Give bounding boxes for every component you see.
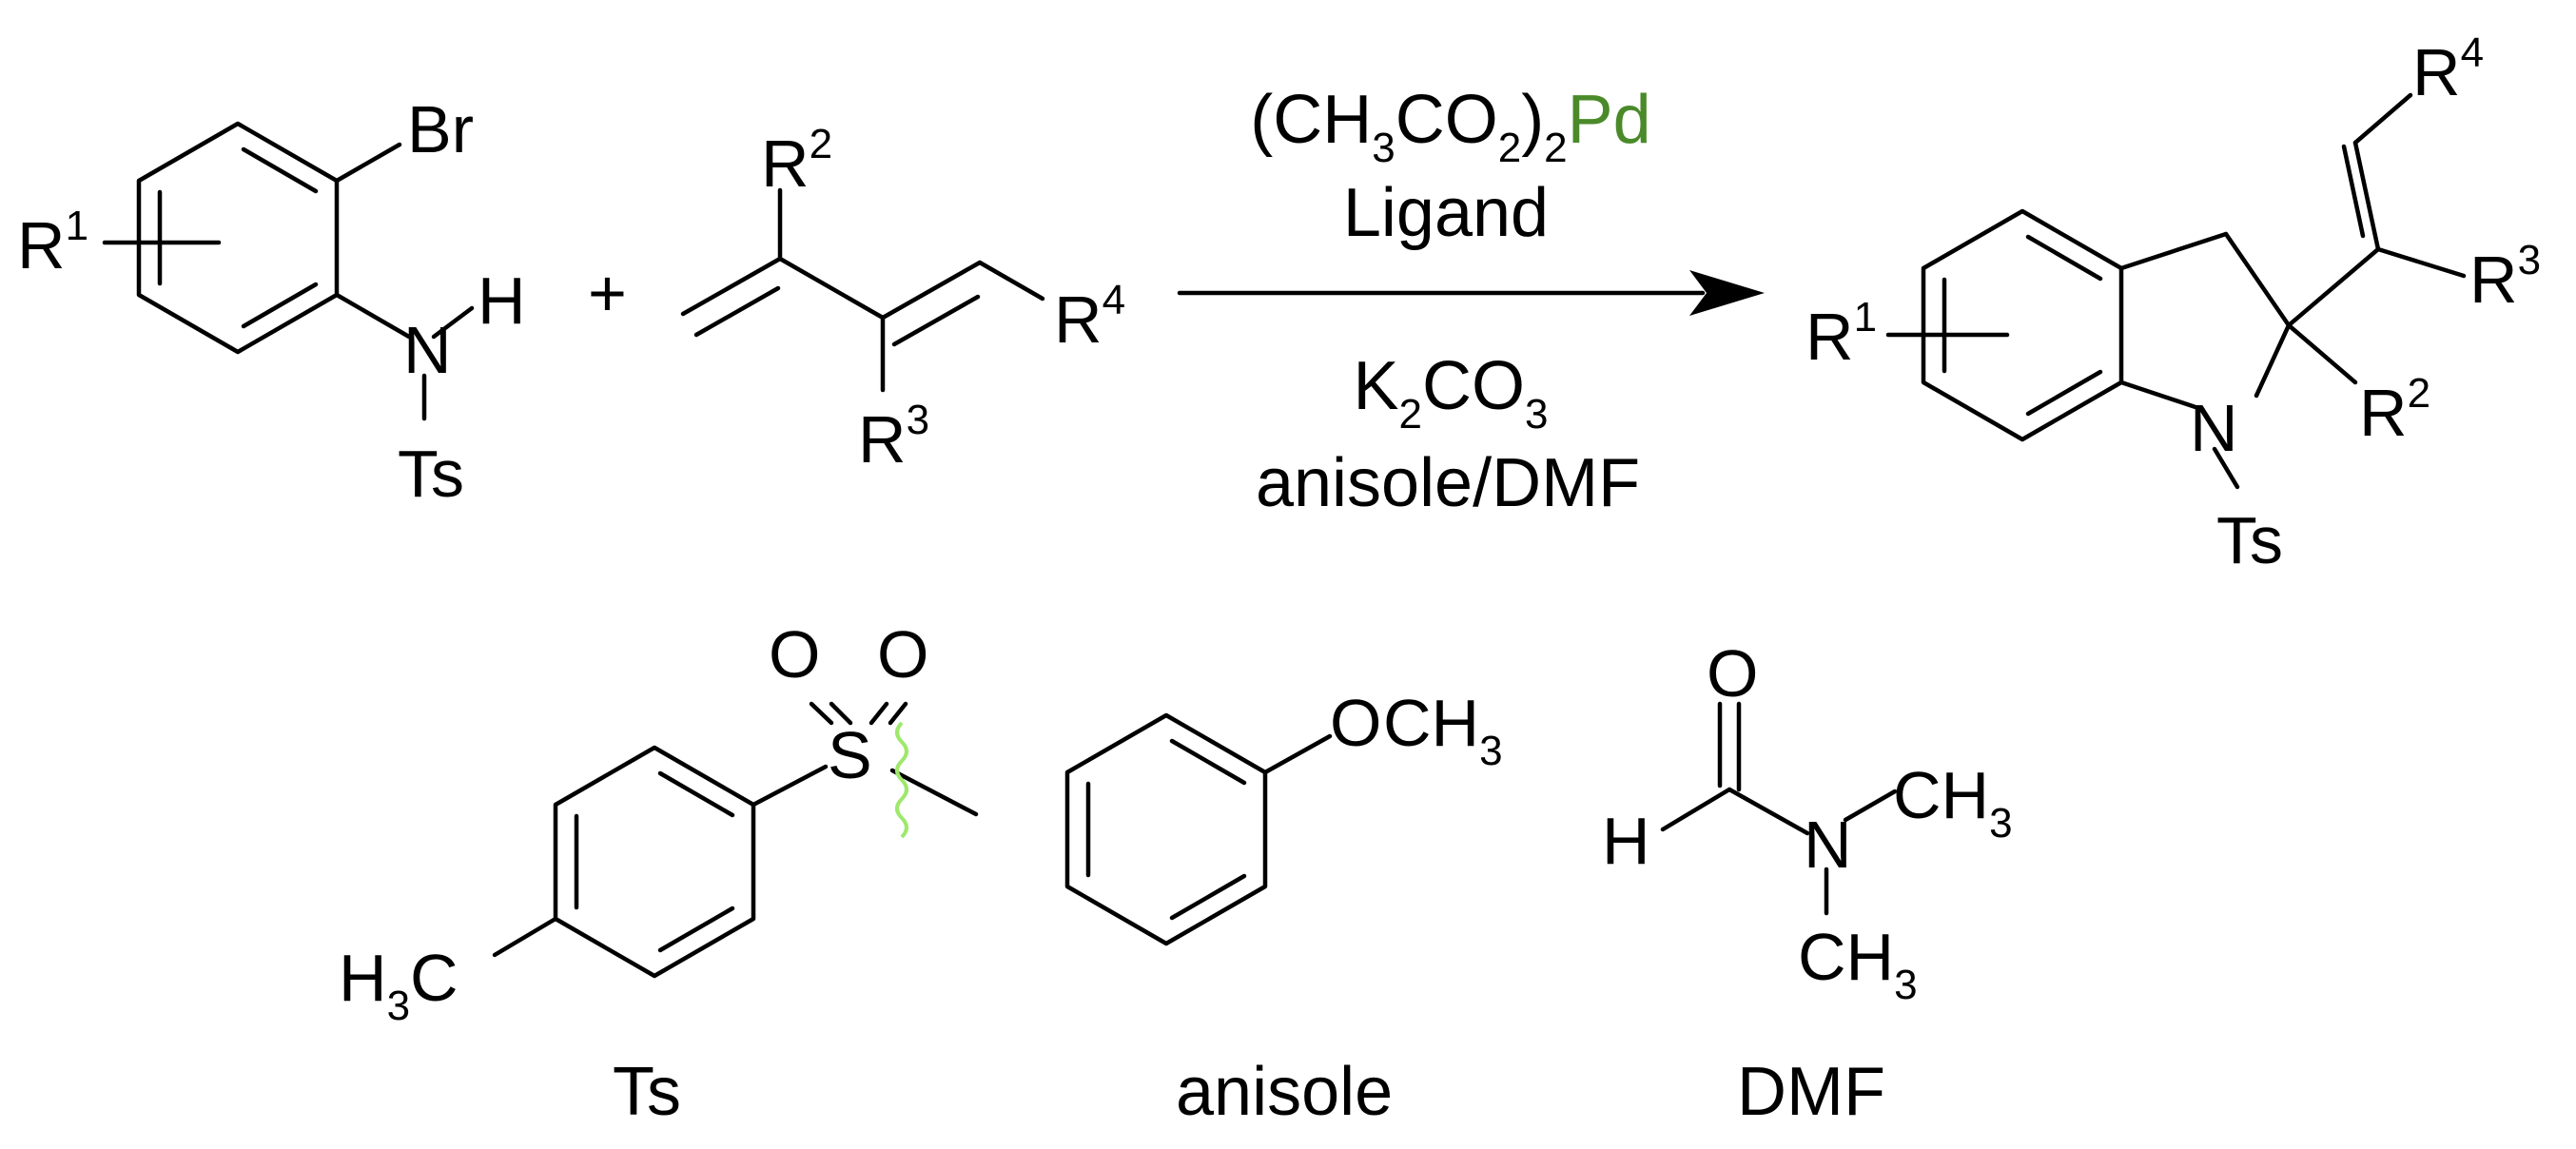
- tosyl-methyl: H3C: [339, 941, 459, 1029]
- hydrogen-label: H: [478, 263, 526, 338]
- tosyl-caption: Ts: [613, 1054, 681, 1130]
- reactant-diene: R2 R3 R4: [680, 121, 1125, 477]
- nitrogen-label: N: [403, 313, 452, 387]
- r2-label: R2: [761, 121, 832, 201]
- product-r4-label: R4: [2412, 29, 2484, 109]
- base-label: K2CO3: [1354, 348, 1549, 438]
- diene-bonds: [680, 187, 1045, 393]
- plus-sign: +: [588, 256, 627, 330]
- catalyst-label: (CH3CO2)2Pd: [1250, 82, 1650, 171]
- reaction-arrow: [1177, 270, 1765, 316]
- reactant-bromoaniline: R1 Br N H Ts: [17, 92, 526, 511]
- r3-label: R3: [858, 397, 929, 477]
- dmf-caption: DMF: [1737, 1054, 1885, 1130]
- anisole-methyl: CH3: [1383, 686, 1503, 774]
- dmf-structure: O H N CH3 CH3 DMF: [1602, 636, 2013, 1130]
- tosyl-label: Ts: [398, 437, 464, 511]
- dmf-oxygen: O: [1707, 636, 1758, 711]
- dmf-bonds: [1660, 701, 1898, 916]
- product-indoline: R1 N Ts R2 R3 R4: [1805, 29, 2541, 577]
- dmf-methyl-top: CH3: [1893, 758, 2013, 847]
- r4-label: R4: [1054, 277, 1125, 357]
- ligand-label: Ligand: [1343, 175, 1549, 251]
- product-nitrogen-label: N: [2190, 391, 2238, 465]
- wavy-bond: [895, 721, 908, 839]
- product-r1-label: R1: [1805, 294, 1877, 374]
- benzene-ring-bonds: [102, 121, 475, 421]
- product-tosyl-label: Ts: [2216, 503, 2283, 577]
- product-r3-label: R3: [2469, 237, 2541, 317]
- tosyl-sulfur: S: [828, 718, 872, 792]
- product-r2-label: R2: [2359, 370, 2430, 450]
- tosyl-oxygen-2: O: [877, 617, 928, 691]
- dmf-hydrogen: H: [1602, 804, 1650, 878]
- tosyl-structure: O O S H3C Ts: [339, 617, 979, 1130]
- anisole-oxygen: O: [1330, 686, 1381, 760]
- solvent-label: anisole/DMF: [1256, 445, 1640, 521]
- tosyl-oxygen-1: O: [769, 617, 820, 691]
- tosyl-bonds: [492, 701, 979, 979]
- anisole-caption: anisole: [1176, 1054, 1393, 1130]
- r1-label: R1: [17, 203, 88, 282]
- bromine-label: Br: [407, 92, 474, 166]
- dmf-methyl-bottom: CH3: [1798, 920, 1918, 1008]
- anisole-bonds: [1064, 712, 1333, 946]
- dmf-nitrogen: N: [1804, 808, 1852, 882]
- indoline-bonds: [1885, 92, 2467, 490]
- anisole-structure: O CH3 anisole: [1064, 686, 1503, 1130]
